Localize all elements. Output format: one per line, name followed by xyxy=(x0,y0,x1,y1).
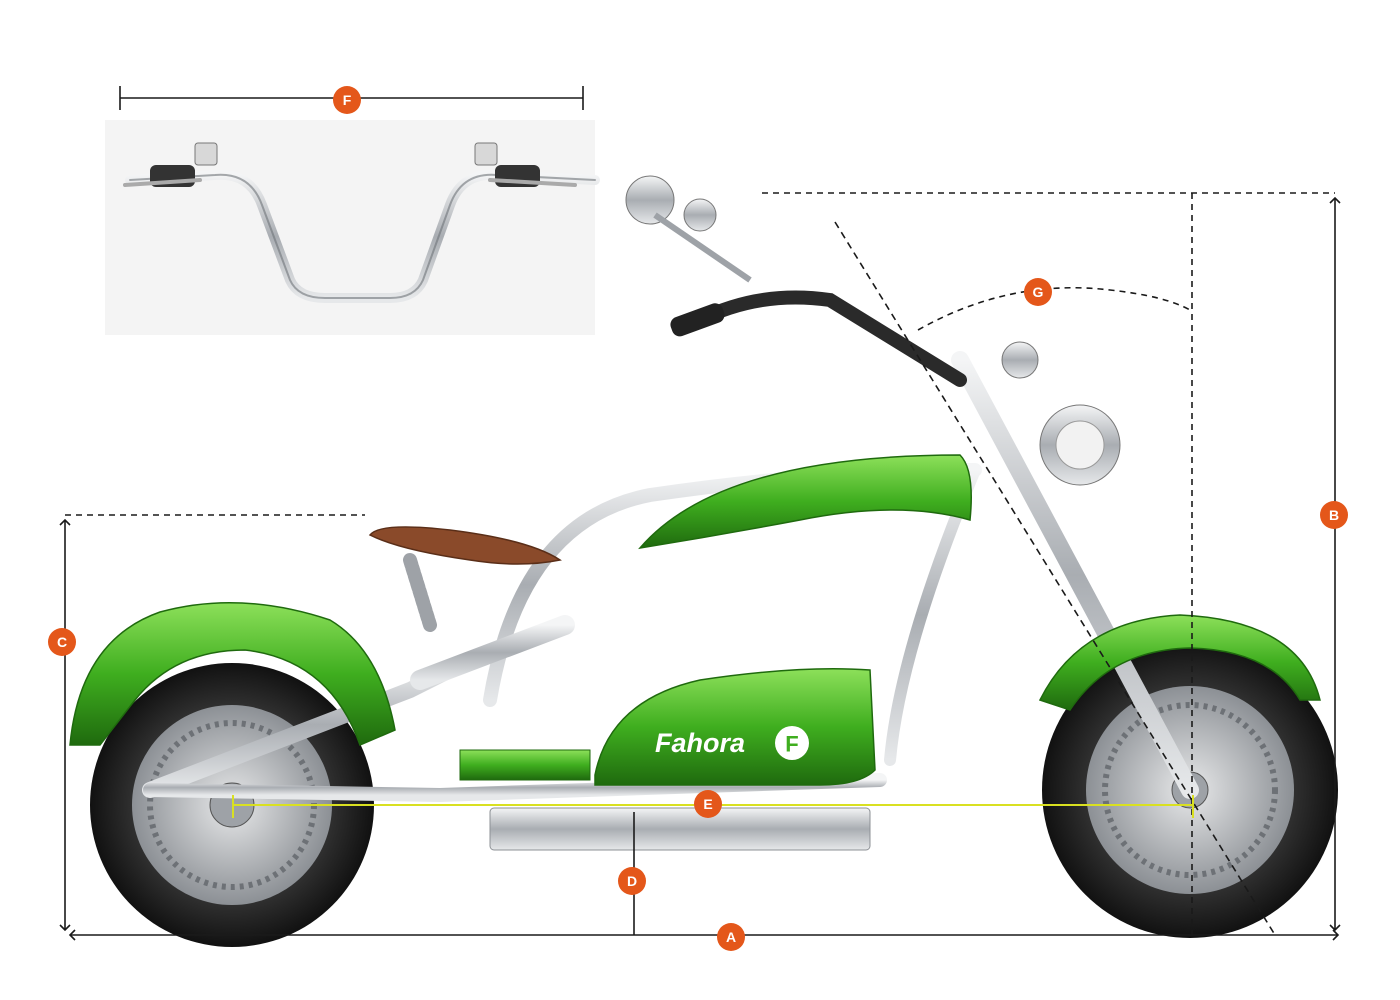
marker-b-circle xyxy=(1320,501,1348,529)
footboard xyxy=(459,749,591,781)
handlebar-inset xyxy=(105,120,600,335)
marker-d-circle xyxy=(618,867,646,895)
main-headlight-lens xyxy=(1055,420,1105,470)
brand-logo-text: Fahora xyxy=(655,728,745,758)
mirror-left xyxy=(625,175,675,225)
handlebar-left-reservoir xyxy=(194,142,218,166)
bike-left-grip xyxy=(670,303,725,337)
handlebar-right-reservoir xyxy=(474,142,498,166)
marker-g-label: G xyxy=(1033,284,1044,300)
rear-fender xyxy=(69,601,396,747)
marker-a-label: A xyxy=(726,929,736,945)
marker-d: D xyxy=(618,867,646,895)
marker-a: A xyxy=(717,923,745,951)
front-brake-disc xyxy=(1102,702,1278,878)
dimension-lines xyxy=(59,86,1341,941)
seat-spring xyxy=(403,553,437,632)
front-fender xyxy=(1038,614,1321,711)
marker-f-circle xyxy=(333,86,361,114)
handlebar-left-lever xyxy=(123,178,202,187)
marker-b-label: B xyxy=(1329,507,1339,523)
marker-c-circle xyxy=(48,628,76,656)
mirror-stem xyxy=(653,212,752,283)
speedometer xyxy=(1001,341,1039,379)
mirror-right xyxy=(683,198,717,232)
marker-e: E xyxy=(694,790,722,818)
marker-a-circle xyxy=(717,923,745,951)
brand-logo: Fahora F xyxy=(655,726,809,760)
fuel-tank xyxy=(638,454,972,550)
marker-e-circle xyxy=(694,790,722,818)
marker-g: G xyxy=(1024,278,1052,306)
marker-c-label: C xyxy=(57,634,67,650)
dimension-g-arc xyxy=(917,286,1191,331)
bike-handlebar xyxy=(693,290,967,387)
marker-g-circle xyxy=(1024,278,1052,306)
marker-d-label: D xyxy=(627,873,637,889)
brand-logo-badge xyxy=(775,726,809,760)
rear-shock xyxy=(410,615,575,690)
battery-cover xyxy=(594,668,876,786)
front-fork xyxy=(951,351,1199,799)
marker-f-label: F xyxy=(343,92,352,108)
marker-f: F xyxy=(333,86,361,114)
brand-logo-letter: F xyxy=(785,732,798,757)
body-panels xyxy=(69,454,1321,786)
marker-c: C xyxy=(48,628,76,656)
marker-b: B xyxy=(1320,501,1348,529)
bike-front-assembly xyxy=(625,175,1121,486)
handlebar-right-lever xyxy=(488,178,577,187)
seat xyxy=(368,526,562,565)
steering-axis-reference xyxy=(834,221,1276,936)
marker-e-label: E xyxy=(703,796,712,812)
battery-box xyxy=(489,807,871,851)
